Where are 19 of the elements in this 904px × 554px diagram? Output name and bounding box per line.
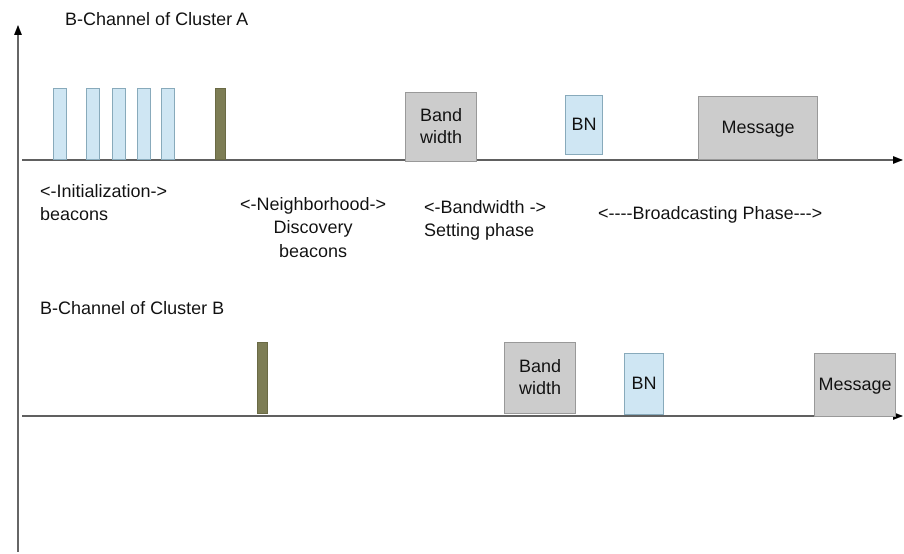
frame-box: BN bbox=[624, 353, 664, 415]
pulse-bar bbox=[137, 88, 151, 160]
pulse-bar bbox=[53, 88, 67, 160]
phase-label: <-Bandwidth -> Setting phase bbox=[424, 196, 548, 242]
phase-label: <----Broadcasting Phase---> bbox=[598, 202, 824, 225]
frame-box: BN bbox=[565, 95, 603, 155]
frame-box: Message bbox=[698, 96, 818, 160]
phase-label: <-Initialization-> beacons bbox=[40, 180, 168, 226]
frame-box: Band width bbox=[504, 342, 576, 414]
frame-box: Band width bbox=[405, 92, 477, 162]
pulse-bar bbox=[112, 88, 126, 160]
pulse-bar bbox=[86, 88, 100, 160]
phase-label: <-Neighborhood-> Discovery beacons bbox=[238, 193, 388, 263]
frame-box: Message bbox=[814, 353, 896, 417]
pulse-bar bbox=[257, 342, 268, 414]
channel-title: B-Channel of Cluster A bbox=[65, 8, 250, 31]
pulse-bar bbox=[161, 88, 175, 160]
channel-title: B-Channel of Cluster B bbox=[40, 297, 226, 320]
pulse-bar bbox=[215, 88, 226, 160]
